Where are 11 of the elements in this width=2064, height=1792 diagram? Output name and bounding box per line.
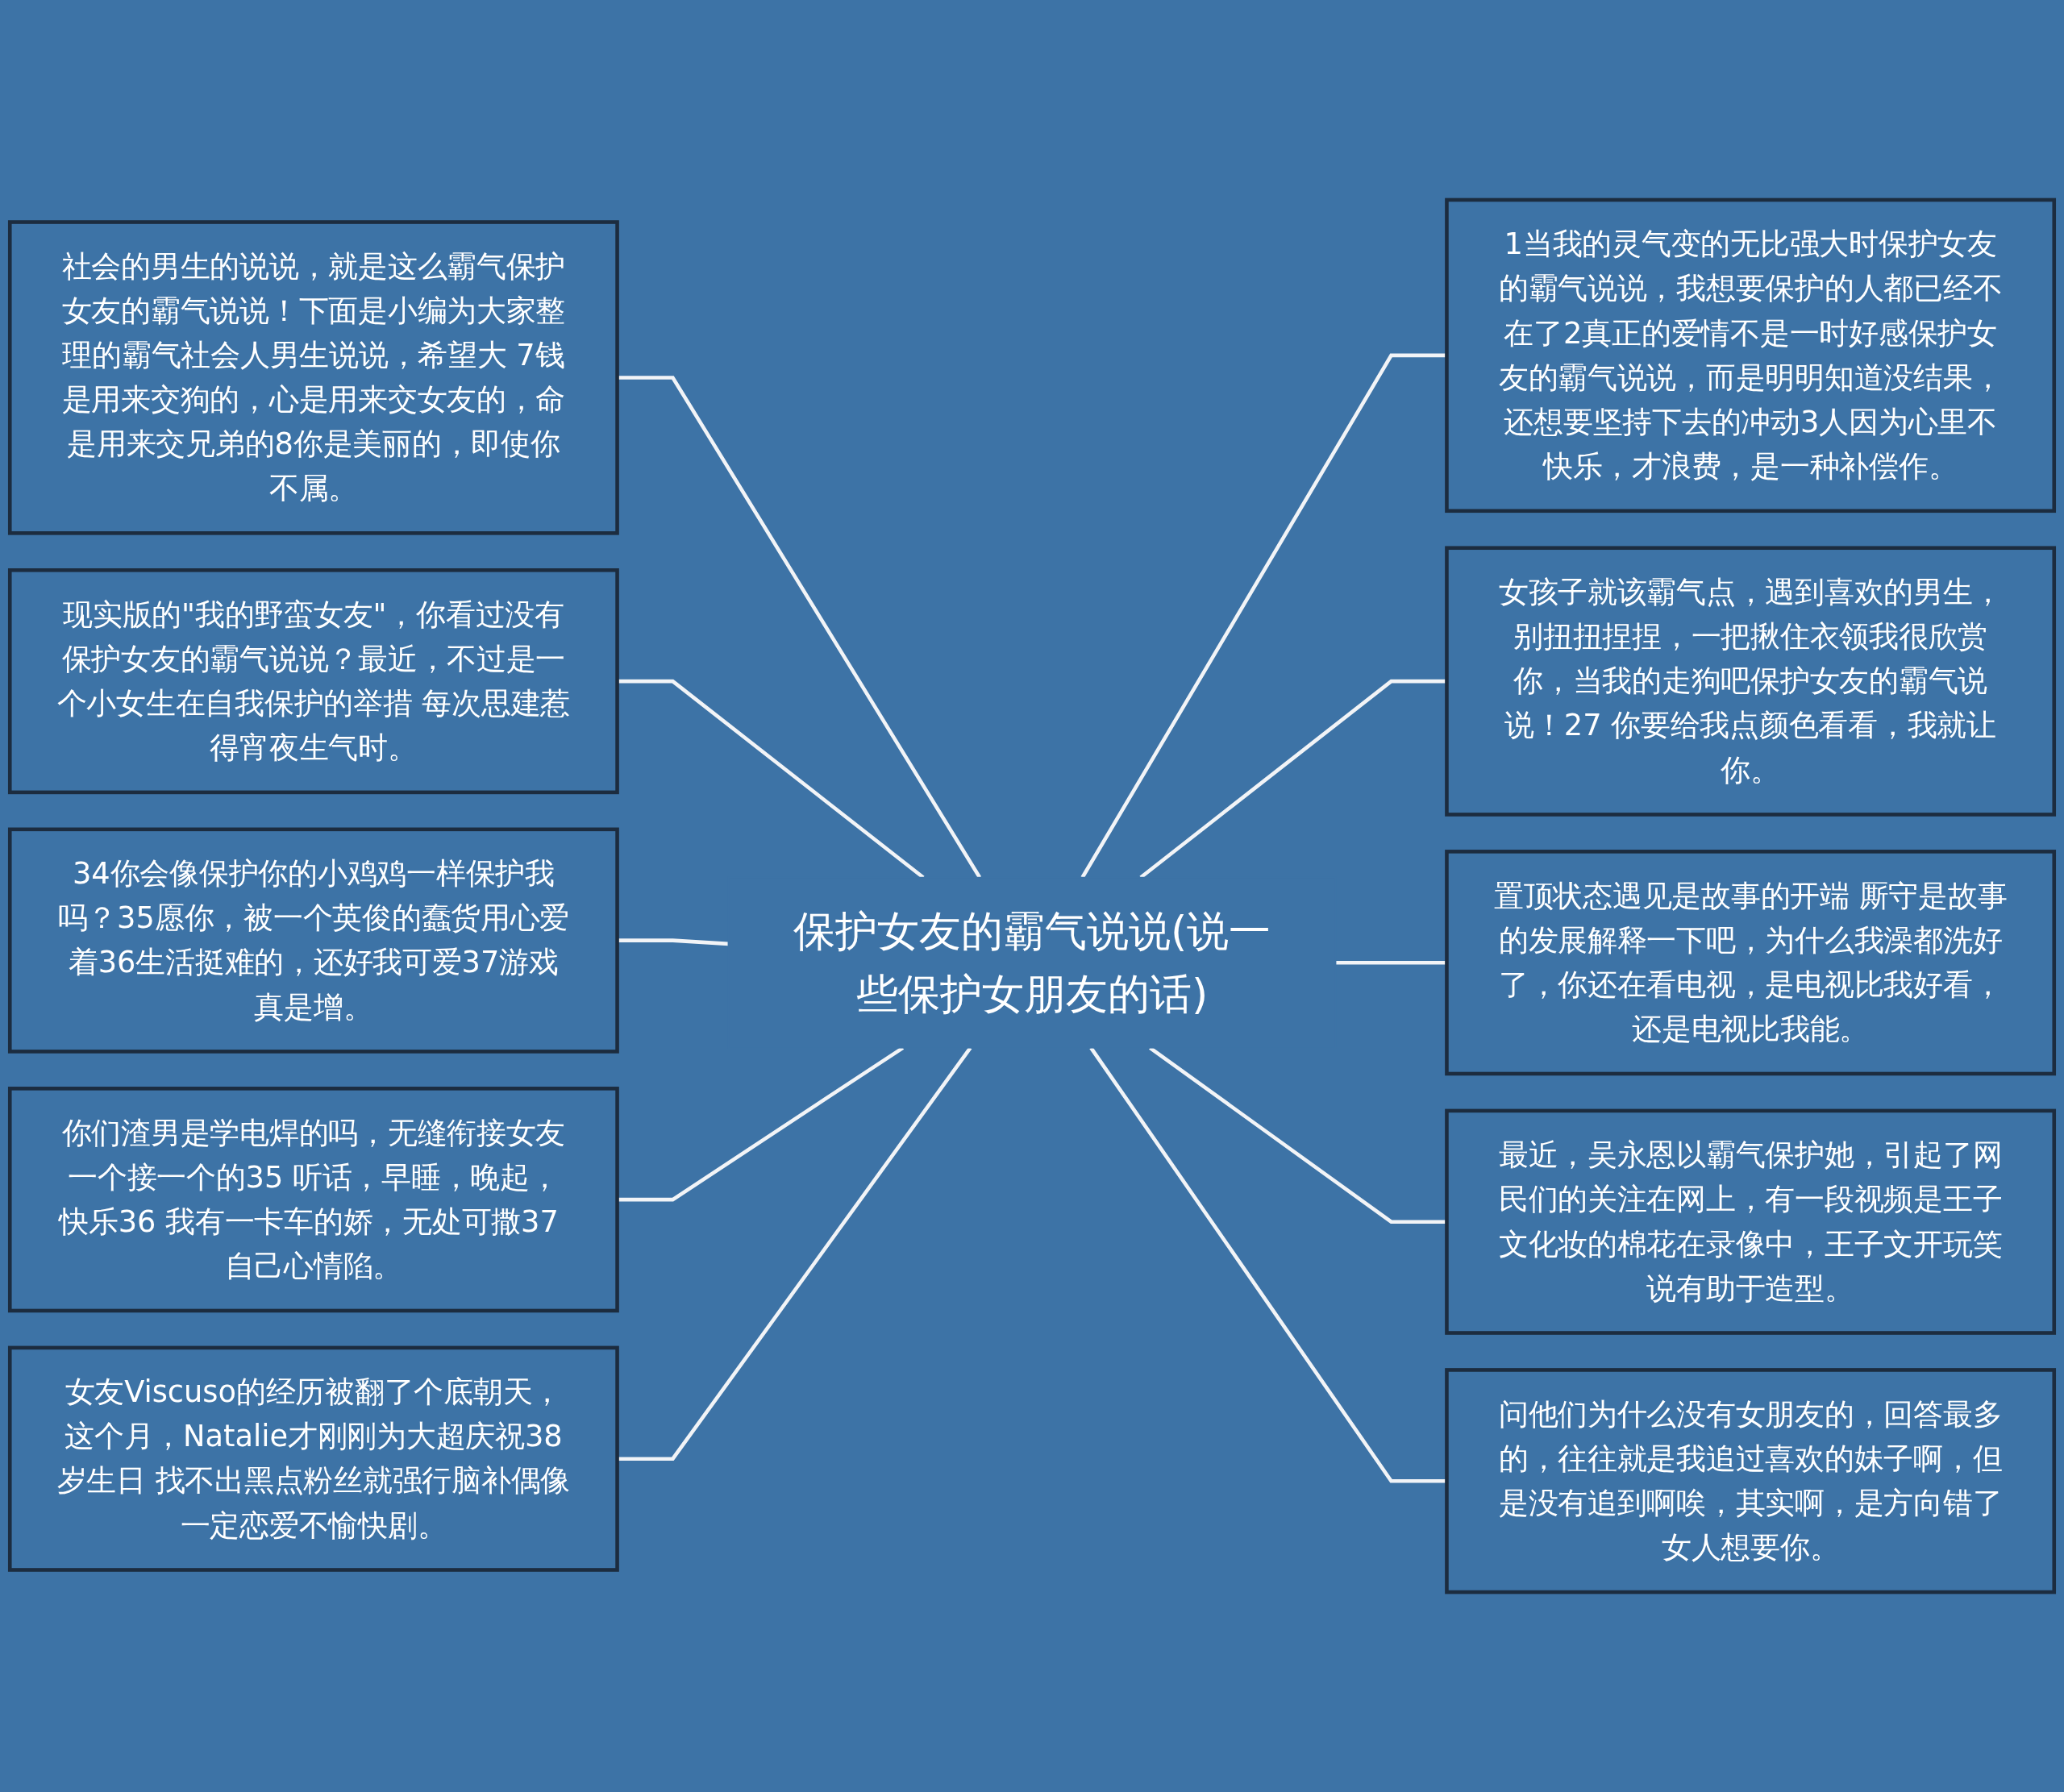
node-text: 保护女友的霸气说说(说一些保护女朋友的话): [793, 905, 1271, 1019]
node-box: 女友Viscuso的经历被翻了个底朝天，这个月，Natalie才刚刚为大超庆祝38岁生日 找不出黑点粉丝就强行脑补偶像一定恋爱不愉快剧。: [7, 1345, 619, 1572]
node-box: 34你会像保护你的小鸡鸡一样保护我吗？35愿你，被一个英俊的蠢货用心爱着36生活挺难的，还好我可爱37游戏真是增。: [7, 827, 619, 1054]
node-box: 你们渣男是学电焊的吗，无缝衔接女友一个接一个的35 听话，早睡，晚起，快乐36 我有一卡车的娇，无处可撒37 自己心情陷。: [7, 1087, 619, 1313]
node-box: 最近，吴永恩以霸气保护她，引起了网民们的关注在网上，有一段视频是王子文化妆的棉花在录像中，王子文开玩笑说有助于造型。: [1445, 1108, 2057, 1335]
node-box: 社会的男生的说说，就是这么霸气保护女友的霸气说说！下面是小编为大家整理的霸气社会人男生说说，希望大 7钱是用来交狗的，心是用来交女友的，命是用来交兄弟的8你是美丽的，即使你不属。: [7, 220, 619, 535]
node-box: 现实版的"我的野蛮女友"，你看过没有保护女友的霸气说说？最近，不过是一个小女生在自我保护的举措 每次思建惹得宵夜生气时。: [7, 568, 619, 795]
node-box: 问他们为什么没有女朋友的，回答最多的，往往就是我追过喜欢的妹子啊，但是没有追到啊唉，其实啊，是方向错了女人想要你。: [1445, 1368, 2057, 1595]
node-box: 置顶状态遇见是故事的开端 厮守是故事的发展解释一下吧，为什么我澡都洗好了，你还在看电视，是电视比我好看，还是电视比我能。: [1445, 850, 2057, 1076]
node-box: 女孩子就该霸气点，遇到喜欢的男生，别扭扭捏捏，一把揪住衣领我很欣赏你，当我的走狗吧保护女友的霸气说说！27 你要给我点颜色看看，我就让你。: [1445, 546, 2057, 817]
node-box: 1当我的灵气变的无比强大时保护女友的霸气说说，我想要保护的人都已经不在了2真正的爱情不是一时好感保护女友的霸气说说，而是明明知道没结果，还想要坚持下去的冲动3人因为心里不快乐，才浪费，是一种补偿作。: [1445, 197, 2057, 513]
